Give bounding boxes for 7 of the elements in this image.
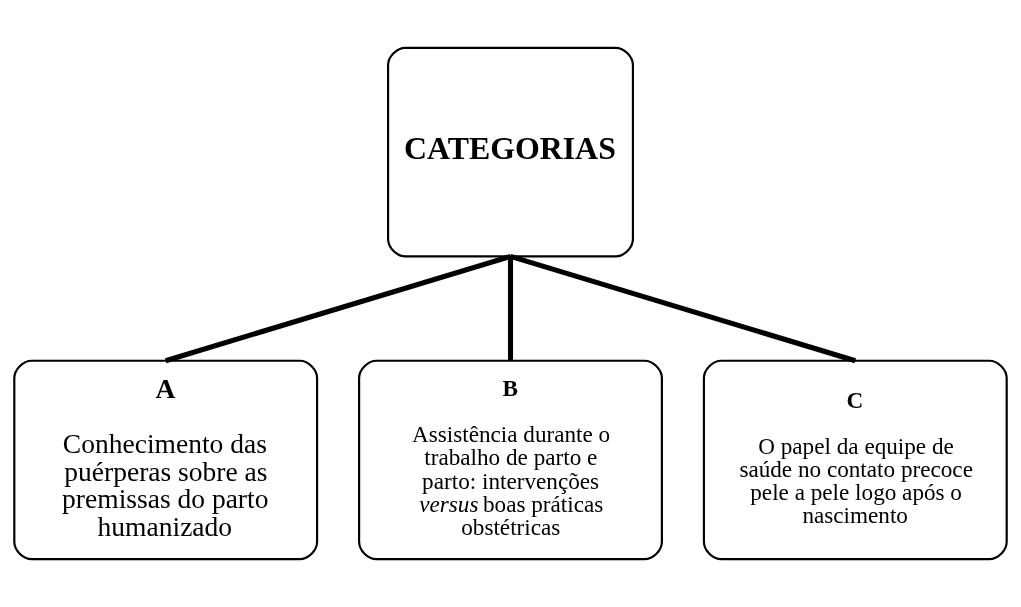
connector: [509, 254, 857, 364]
node-box: B Assistência durante o trabalho de parto e parto: intervenções versus boas práticas obstétricas: [358, 359, 663, 561]
connector: [507, 256, 514, 361]
node-box: C O papel da equipe de saúde no contato precoce pele a pele logo após o nascimento: [702, 359, 1008, 561]
node-box: A Conhecimento das puérperas sobre as premissas do parto humanizado: [13, 359, 319, 561]
connector: [164, 254, 512, 364]
node-box: CATEGORIAS: [387, 46, 634, 258]
